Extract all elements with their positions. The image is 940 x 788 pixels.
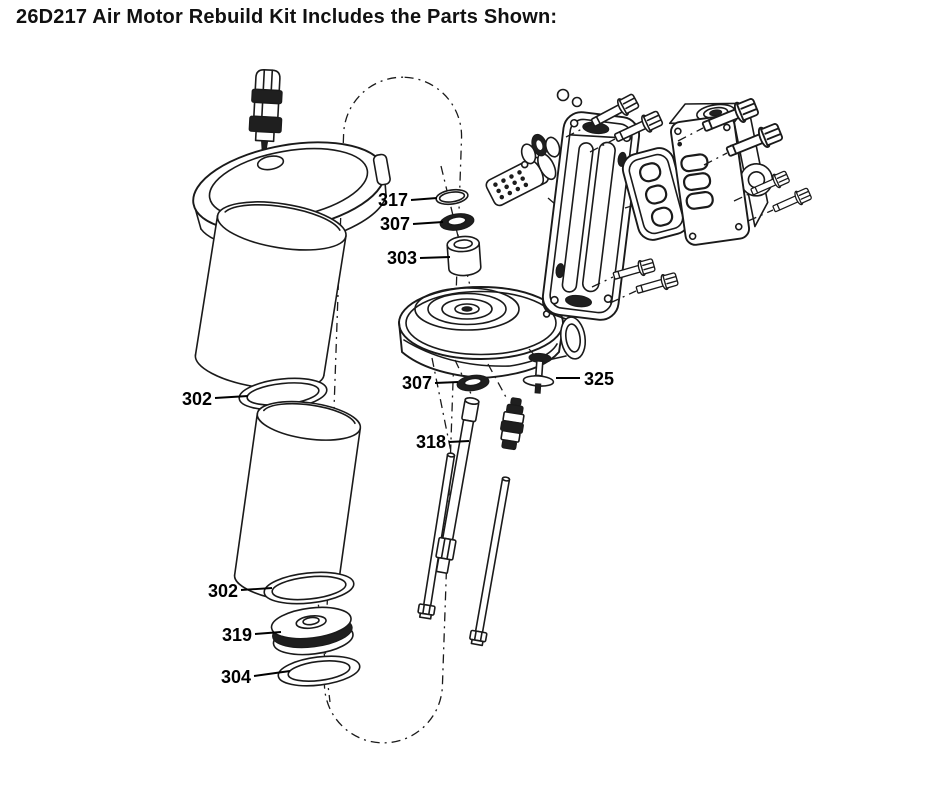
axis-line-cartridge	[487, 363, 508, 400]
bolt-axis-lines	[565, 123, 774, 304]
part-piston-plate-319	[270, 606, 354, 656]
part-o-ring-304	[277, 655, 361, 687]
part-washer-307-upper	[439, 213, 475, 231]
callout-325: 325	[584, 369, 614, 389]
part-valve-gasket	[621, 147, 691, 241]
callout-307-upper: 307	[380, 214, 410, 234]
callout-307-lower: 307	[402, 373, 432, 393]
part-muffler	[485, 152, 557, 207]
leader-line-318	[448, 440, 470, 443]
callout-317: 317	[378, 190, 408, 210]
part-o-ring-302-upper	[238, 377, 328, 411]
callout-319: 319	[222, 625, 252, 645]
callouts: 317 307 303 302 307 325 318 302 319 304	[182, 190, 614, 687]
leader-line-307-upper	[412, 221, 444, 225]
bolt-right-4	[770, 186, 814, 217]
leader-line-303	[419, 256, 451, 259]
callout-302-lower: 302	[208, 581, 238, 601]
leader-line-317	[410, 197, 438, 201]
callout-302-upper: 302	[182, 389, 212, 409]
part-piston-rod-318	[435, 397, 480, 574]
part-top-fitting	[248, 68, 283, 155]
leader-line-304	[253, 670, 291, 677]
leader-line-319	[254, 631, 282, 635]
part-washer-307-lower	[456, 374, 490, 392]
part-seal-cluster-top	[520, 133, 561, 169]
part-bushing-303	[446, 235, 482, 277]
callout-304: 304	[221, 667, 251, 687]
part-small-o-ring-a	[556, 88, 570, 102]
part-valve-cartridge	[500, 397, 525, 451]
part-o-ring-317	[435, 188, 469, 206]
part-valve-body	[541, 111, 641, 321]
callout-318: 318	[416, 432, 446, 452]
part-upper-cylinder	[194, 201, 347, 390]
leader-line-307-lower	[434, 381, 459, 384]
leader-line-302-upper	[214, 395, 249, 399]
callout-303: 303	[387, 248, 417, 268]
page-title: 26D217 Air Motor Rebuild Kit Includes th…	[16, 6, 558, 28]
part-small-o-ring-b	[571, 96, 583, 108]
part-tie-rod-left	[417, 452, 456, 620]
part-poppet-valve-325	[522, 352, 555, 394]
part-tie-rod-right	[469, 476, 511, 647]
leader-line-302-lower	[240, 587, 273, 591]
axis-line-piston-rod	[454, 359, 473, 397]
axis-line-tie-rod-left	[431, 357, 452, 453]
part-lower-cylinder	[233, 400, 362, 603]
part-o-ring-302-lower	[263, 571, 355, 605]
